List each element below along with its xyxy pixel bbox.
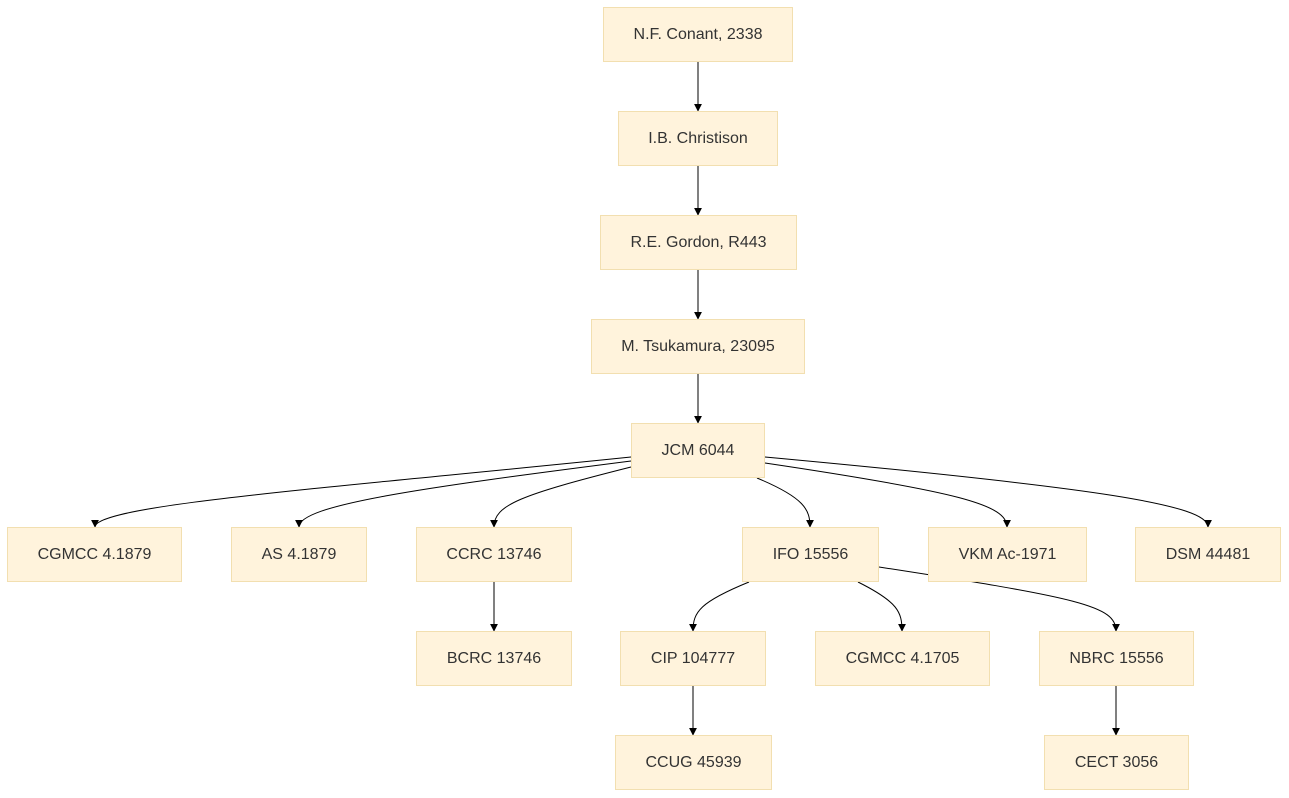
node-cgmcc-4-1705: CGMCC 4.1705 [815, 631, 990, 686]
edge-jcm-as [295, 460, 632, 528]
node-vkm: VKM Ac-1971 [928, 527, 1087, 582]
node-cip: CIP 104777 [620, 631, 766, 686]
node-cgmcc-4-1879: CGMCC 4.1879 [7, 527, 182, 582]
node-christison: I.B. Christison [618, 111, 778, 166]
node-gordon: R.E. Gordon, R443 [600, 215, 797, 270]
node-cect: CECT 3056 [1044, 735, 1189, 790]
edge-jcm-ccrc [490, 466, 632, 528]
node-ccrc: CCRC 13746 [416, 527, 572, 582]
edge-jcm-cgmcc1879 [91, 456, 632, 528]
edge-jcm-vkm [764, 462, 1011, 528]
node-dsm: DSM 44481 [1135, 527, 1281, 582]
node-nbrc: NBRC 15556 [1039, 631, 1194, 686]
edge-ifo-cip [689, 581, 750, 632]
node-tsukamura: M. Tsukamura, 23095 [591, 319, 805, 374]
node-ifo: IFO 15556 [742, 527, 879, 582]
edge-jcm-dsm [764, 456, 1212, 528]
node-bcrc: BCRC 13746 [416, 631, 572, 686]
node-as-4-1879: AS 4.1879 [231, 527, 367, 582]
edge-jcm-ifo [756, 477, 814, 528]
node-ccug: CCUG 45939 [615, 735, 772, 790]
edge-ifo-cgmcc1705 [857, 581, 906, 632]
node-jcm: JCM 6044 [631, 423, 765, 478]
node-conant: N.F. Conant, 2338 [603, 7, 793, 62]
